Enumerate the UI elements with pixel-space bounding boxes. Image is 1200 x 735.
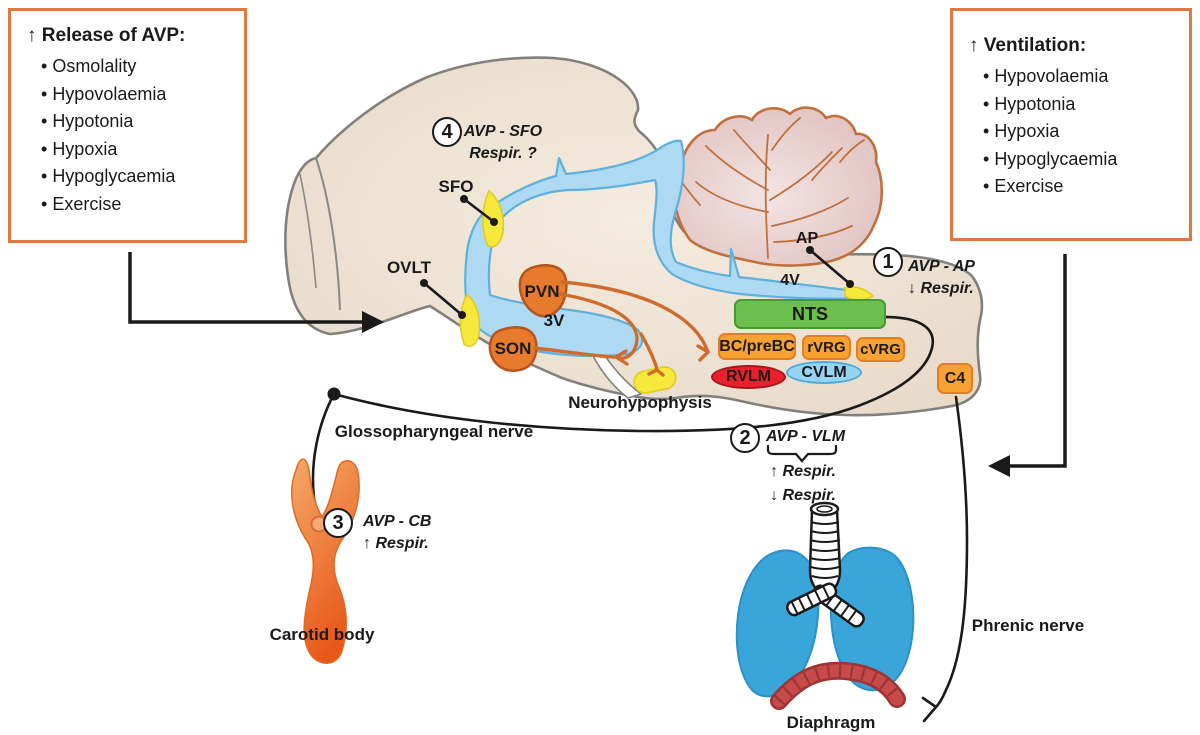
ventilation-arrowhead — [988, 455, 1010, 477]
annotation-1-text: AVP - AP ↓ Respir. — [908, 256, 975, 300]
release-box-arrow — [128, 252, 362, 324]
annotation-2-circle: 2 — [730, 423, 760, 453]
list-item: Hypotonia — [41, 108, 234, 136]
list-item: Hypovolaemia — [983, 63, 1179, 91]
annotation-line: Respir. ? — [469, 145, 537, 162]
box-arrows — [128, 252, 1067, 468]
annotation-line: ↑ Respir. — [363, 535, 429, 552]
pvn-label: PVN — [524, 282, 560, 301]
infundibulum-slit — [590, 344, 642, 399]
phrenic-nerve-label: Phrenic nerve — [971, 616, 1085, 635]
cerebellum-folia — [679, 117, 865, 259]
list-item: Hypoglycaemia — [41, 163, 234, 191]
release-of-avp-box: ↑ Release of AVP: Osmolality Hypovolaemi… — [8, 8, 247, 243]
right-lung — [829, 546, 915, 692]
glossopharyngeal-nerve-label: Glossopharyngeal nerve — [334, 422, 534, 441]
list-item: Exercise — [41, 191, 234, 219]
rvlm-node: RVLM — [711, 365, 786, 389]
glossopharyngeal-nerve-path — [332, 315, 935, 433]
annotation-1-circle: 1 — [873, 247, 903, 277]
release-box-title: ↑ Release of AVP: — [27, 25, 186, 46]
annotation-line: AVP - CB — [363, 513, 432, 530]
ventilation-box-title: ↑ Ventilation: — [969, 35, 1087, 56]
diaphragm-label: Diaphragm — [786, 713, 876, 732]
ventilation-box-arrow — [1010, 254, 1067, 468]
neurohypophysis-structure — [633, 366, 677, 394]
cerebellum — [673, 106, 884, 267]
list-item: Exercise — [983, 173, 1179, 201]
pointer-dots — [327, 195, 854, 401]
annotation-line: ↓ Respir. — [908, 280, 974, 297]
cvrg-node: cVRG — [856, 337, 905, 362]
annotation-line: ↓ Respir. — [770, 487, 836, 504]
son-shape — [488, 326, 538, 372]
ventilation-box-list: Hypovolaemia Hypotonia Hypoxia Hypoglyca… — [969, 63, 1179, 201]
annotation-line: AVP - AP — [908, 258, 975, 275]
release-arrowhead — [362, 311, 384, 333]
olfactory-bulb-slit — [299, 173, 317, 289]
trachea — [785, 501, 865, 628]
sfo-label: SFO — [438, 177, 474, 196]
list-item: Hypotonia — [983, 91, 1179, 119]
fourth-ventricle-label: 4V — [780, 272, 800, 289]
avp-vlm-brace — [766, 444, 838, 463]
diaphragm-shape — [770, 661, 906, 710]
annotation-2-text: ↑ Respir. ↓ Respir. — [763, 460, 843, 508]
list-item: Hypovolaemia — [41, 81, 234, 109]
cvlm-node: CVLM — [786, 361, 862, 384]
cvo-structures — [459, 189, 875, 394]
annotation-2-title: AVP - VLM — [766, 428, 846, 445]
release-box-list: Osmolality Hypovolaemia Hypotonia Hypoxi… — [27, 53, 234, 218]
ovlt-label: OVLT — [386, 258, 432, 277]
list-item: Hypoxia — [41, 136, 234, 164]
bc-prebc-node: BC/preBC — [718, 333, 796, 360]
annotation-line: AVP - SFO — [463, 123, 543, 140]
right-bronchus — [785, 582, 838, 617]
ovlt-pointer — [422, 281, 464, 317]
annotation-4-circle: 4 — [432, 117, 462, 147]
rvrg-node: rVRG — [802, 335, 851, 360]
list-item: Hypoxia — [983, 118, 1179, 146]
ap-pointer — [808, 248, 852, 286]
annotation-3-circle: 3 — [323, 508, 353, 538]
list-item: Osmolality — [41, 53, 234, 81]
annotation-line: ↑ Respir. — [770, 463, 836, 480]
pvn-shape — [518, 264, 568, 318]
annotation-4-text: AVP - SFO Respir. ? — [462, 121, 544, 165]
list-item: Hypoglycaemia — [983, 146, 1179, 174]
carotid-body-label: Carotid body — [269, 625, 375, 644]
ventilation-box: ↑ Ventilation: Hypovolaemia Hypotonia Hy… — [950, 8, 1192, 241]
avp-fibers — [533, 280, 710, 377]
ap-structure — [844, 286, 875, 301]
c4-node: C4 — [937, 363, 973, 394]
nts-node: NTS — [734, 299, 886, 329]
ap-label: AP — [795, 230, 819, 247]
neurohypophysis-label: Neurohypophysis — [568, 393, 712, 412]
sfo-pointer — [462, 197, 496, 224]
son-label: SON — [494, 339, 532, 358]
olfactory-bulb-crease — [315, 157, 341, 311]
annotation-3-text: AVP - CB ↑ Respir. — [363, 511, 431, 555]
phrenic-nerve-path — [934, 395, 969, 709]
third-ventricle-label: 3V — [543, 311, 565, 330]
